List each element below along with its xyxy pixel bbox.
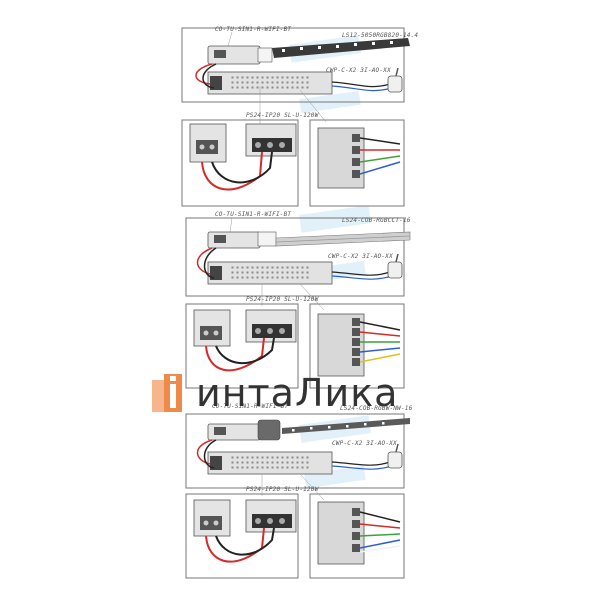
- detail-frame: [185, 493, 299, 579]
- power-supply: [207, 71, 333, 95]
- strip-label: LS24-COB-RGBCCT-16: [342, 217, 411, 224]
- controller: [207, 45, 273, 65]
- led-strip: [275, 231, 411, 247]
- diagram-frame-top: [185, 413, 405, 489]
- plug-label: CWP-C-X2 3I-AO-XX: [332, 440, 397, 447]
- strip-label: LS12-5050RGB820-14.4: [342, 32, 418, 39]
- diagram-frame-top: [181, 27, 405, 103]
- psu-label: PS24-IP20 SL-U-120W: [246, 486, 320, 493]
- controller-label: CO-TU-SIN1-R-WIFI-BT: [215, 26, 291, 33]
- led-strip: [272, 38, 410, 58]
- controller-closeup: [189, 123, 227, 163]
- detail-frame: [185, 303, 299, 389]
- controller: [207, 419, 281, 441]
- detail-frame: [309, 303, 405, 389]
- psu-label: PS24-IP20 SL-U-120W: [246, 296, 320, 303]
- power-plug: [387, 443, 403, 469]
- output-terminal: [317, 501, 365, 565]
- plug-label: CWP-C-X2 3I-AO-XX: [326, 67, 391, 74]
- diagram-1: CO-TU-SIN1-R-WIFI-BT LS12-5050RGB820-14.…: [181, 26, 418, 207]
- power-supply: [207, 451, 333, 475]
- brand-name: интаЛика: [196, 371, 399, 415]
- diagram-frame-top: [185, 217, 405, 297]
- terminal-block: [245, 123, 297, 157]
- controller-label: CO-TU-SIN1-R-WIFI-BT: [212, 403, 288, 410]
- power-plug: [387, 253, 403, 279]
- output-terminal: [317, 313, 365, 377]
- diagram-3: CO-TU-SIN1-R-WIFI-BT LS24-COB-RGBW-NW-16…: [185, 403, 413, 579]
- detail-frame: [309, 493, 405, 579]
- terminal-block: [245, 499, 297, 533]
- strip-label: LS24-COB-RGBW-NW-16: [340, 405, 413, 412]
- controller-closeup: [193, 309, 231, 347]
- power-plug: [387, 67, 403, 93]
- detail-frame: [181, 119, 299, 207]
- psu-label: PS24-IP20 SL-U-120W: [246, 112, 320, 119]
- controller: [207, 231, 277, 249]
- led-strip: [282, 418, 410, 434]
- detail-frame: [309, 119, 405, 207]
- brand-logo-icon: [152, 374, 182, 412]
- terminal-block: [245, 309, 297, 343]
- output-terminal: [317, 127, 365, 189]
- power-supply: [207, 261, 333, 285]
- plug-label: CWP-C-X2 3I-AO-XX: [328, 253, 393, 260]
- controller-closeup: [193, 499, 231, 537]
- controller-label: CO-TU-SIN1-R-WIFI-BT: [215, 211, 291, 218]
- diagram-2: CO-TU-SIN1-R-WIFI-BT LS24-COB-RGBCCT-16 …: [185, 211, 411, 389]
